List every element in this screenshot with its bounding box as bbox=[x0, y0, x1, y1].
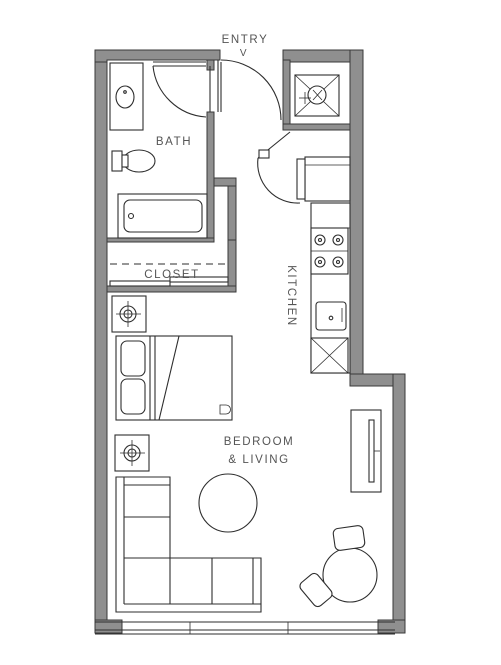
room-labels: ENTRY V BATH CLOSET KITCHEN BEDROOM & LI… bbox=[144, 34, 297, 466]
bedroom-label-line2: & LIVING bbox=[228, 454, 289, 466]
entry-area bbox=[217, 59, 340, 204]
entry-label: ENTRY bbox=[222, 34, 269, 46]
bath-closet-wall bbox=[106, 237, 215, 243]
pillow-1 bbox=[120, 340, 146, 377]
closet-right-wall bbox=[227, 239, 237, 293]
pillow-2 bbox=[120, 378, 146, 415]
bedroom-label-line1: BEDROOM bbox=[224, 436, 295, 448]
bath-label: BATH bbox=[156, 136, 192, 148]
bath-door-swing bbox=[152, 65, 207, 118]
wall-right-lower bbox=[392, 373, 406, 634]
exterior-walls bbox=[94, 49, 406, 634]
bath-sink bbox=[115, 85, 135, 109]
windows bbox=[95, 621, 395, 635]
refrigerator bbox=[304, 156, 351, 202]
bed-fold bbox=[155, 335, 180, 421]
closet-door-left bbox=[109, 280, 171, 287]
bedroom-living bbox=[111, 295, 382, 613]
pantry-door-swing bbox=[257, 157, 301, 204]
chair-left bbox=[299, 572, 333, 608]
sofa bbox=[115, 476, 262, 613]
closet-right-wall-upper bbox=[213, 177, 237, 187]
entry-door-swing bbox=[220, 59, 282, 121]
bath-right-stub bbox=[206, 59, 215, 71]
toilet-tank bbox=[111, 150, 123, 172]
kitchen-closet-wall-top bbox=[282, 59, 291, 131]
closet bbox=[109, 263, 229, 287]
kitchen-label: KITCHEN bbox=[285, 265, 297, 327]
kitchen-closet-wall-bottom bbox=[282, 123, 351, 131]
coffee-table bbox=[198, 473, 258, 533]
wall-right-upper bbox=[349, 49, 364, 377]
bathroom bbox=[109, 61, 211, 239]
bath-right-wall bbox=[206, 111, 215, 241]
closet-door-right bbox=[169, 276, 229, 283]
closet-label: CLOSET bbox=[144, 269, 200, 281]
wall-left bbox=[94, 49, 108, 634]
kitchen bbox=[296, 156, 351, 374]
entry-arrow: V bbox=[240, 48, 248, 59]
wall-top-left bbox=[94, 49, 221, 63]
closet-bottom-wall bbox=[106, 285, 237, 293]
closet-jamb bbox=[227, 185, 237, 241]
chair-top bbox=[332, 525, 366, 551]
